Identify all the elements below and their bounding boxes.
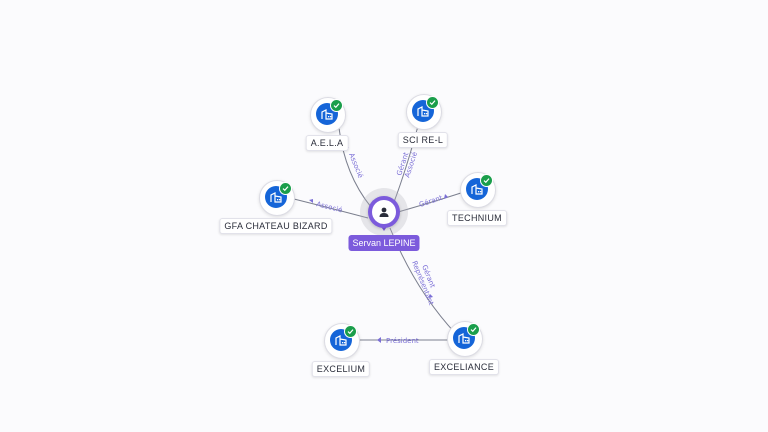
verified-check-icon bbox=[480, 174, 493, 187]
verified-check-icon bbox=[279, 182, 292, 195]
company-label: TECHNIUM bbox=[447, 210, 507, 226]
company-label: EXCELIUM bbox=[311, 361, 371, 377]
relation-label-technium: Gérant bbox=[418, 194, 444, 209]
verified-check-icon bbox=[344, 325, 357, 338]
verified-check-icon bbox=[426, 96, 439, 109]
arrow-exceliance bbox=[429, 294, 433, 298]
person-name-label: Servan LEPINE bbox=[348, 235, 420, 251]
user-icon bbox=[372, 200, 396, 224]
arrow-gfa bbox=[309, 199, 313, 203]
company-label: A.E.L.A bbox=[305, 135, 349, 151]
company-label: SCI RE-L bbox=[397, 132, 449, 148]
verified-check-icon bbox=[330, 99, 343, 112]
relation-label-gfa: Associé bbox=[316, 200, 344, 214]
company-label: GFA CHATEAU BIZARD bbox=[219, 218, 333, 234]
arrow-technium bbox=[444, 194, 448, 199]
relation-label-aela: Associé bbox=[347, 152, 364, 180]
relation-label-excelium: Président bbox=[386, 337, 419, 345]
company-label: EXCELIANCE bbox=[428, 359, 500, 375]
edge-person-gfa bbox=[289, 197, 369, 219]
arrow-excelium bbox=[377, 337, 381, 343]
verified-check-icon bbox=[467, 323, 480, 336]
